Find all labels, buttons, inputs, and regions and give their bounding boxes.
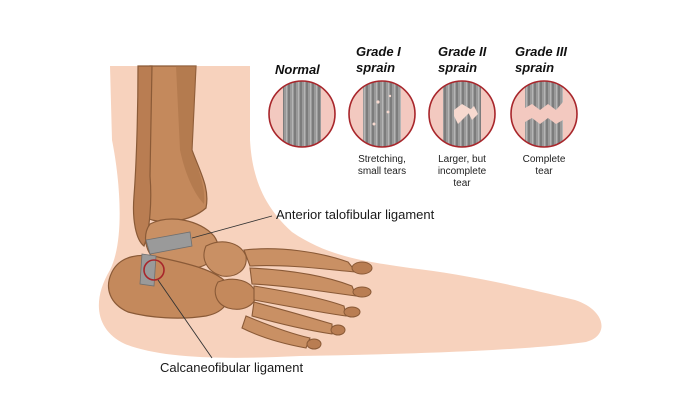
anterior-callout-line xyxy=(191,215,273,239)
grade-2-title: Grade II sprain xyxy=(438,44,486,76)
grade-normal-title-line: Normal xyxy=(275,62,320,77)
grade-2-desc-line-2: incomplete xyxy=(437,166,487,177)
navicular-bone xyxy=(203,241,247,277)
anterior-talofibular-ligament xyxy=(145,231,193,255)
toe-tips xyxy=(306,261,373,350)
grade-2-title-line-2: sprain xyxy=(438,60,478,75)
fibula-bone xyxy=(132,65,153,247)
calcaneofibular-label: Calcaneofibular ligament xyxy=(160,360,304,375)
calcaneofibular-ligament xyxy=(139,253,157,287)
grade-3-title-line-2: sprain xyxy=(515,60,555,75)
calcaneo-callout-line xyxy=(157,279,213,359)
injury-marker-circle xyxy=(143,259,165,281)
tibia-shade xyxy=(176,66,205,204)
cuboid-bone xyxy=(214,278,257,310)
grade-3-desc-line-2: tear xyxy=(535,166,553,177)
grade-3-desc-line-1: Complete xyxy=(522,154,566,165)
grade-3-circle xyxy=(510,80,578,148)
grade-3-title: Grade III sprain xyxy=(515,44,567,76)
grade-1-title-line-2: sprain xyxy=(356,60,396,75)
grade-2-circle xyxy=(428,80,496,148)
grade-2-desc-line-3: tear xyxy=(453,178,471,189)
grade-1-circle xyxy=(348,80,416,148)
toe-bones xyxy=(241,248,358,349)
grade-3-title-line-1: Grade III xyxy=(515,44,568,59)
grade-1-title-line-1: Grade I xyxy=(356,44,401,59)
grade-1-title: Grade I sprain xyxy=(356,44,401,76)
grade-1-desc-line-1: Stretching, xyxy=(358,154,406,165)
grade-3-description: Complete tear xyxy=(499,154,589,178)
grade-2-desc-line-1: Larger, but xyxy=(438,154,486,165)
grade-1-description: Stretching, small tears xyxy=(337,154,427,178)
grade-1-desc-line-2: small tears xyxy=(357,166,407,177)
grade-2-description: Larger, but incomplete tear xyxy=(417,154,507,190)
grade-2-title-line-1: Grade II xyxy=(438,44,487,59)
anterior-talofibular-label: Anterior talofibular ligament xyxy=(276,207,435,222)
grade-normal-title: Normal xyxy=(275,62,320,78)
grade-normal-circle xyxy=(268,80,336,148)
